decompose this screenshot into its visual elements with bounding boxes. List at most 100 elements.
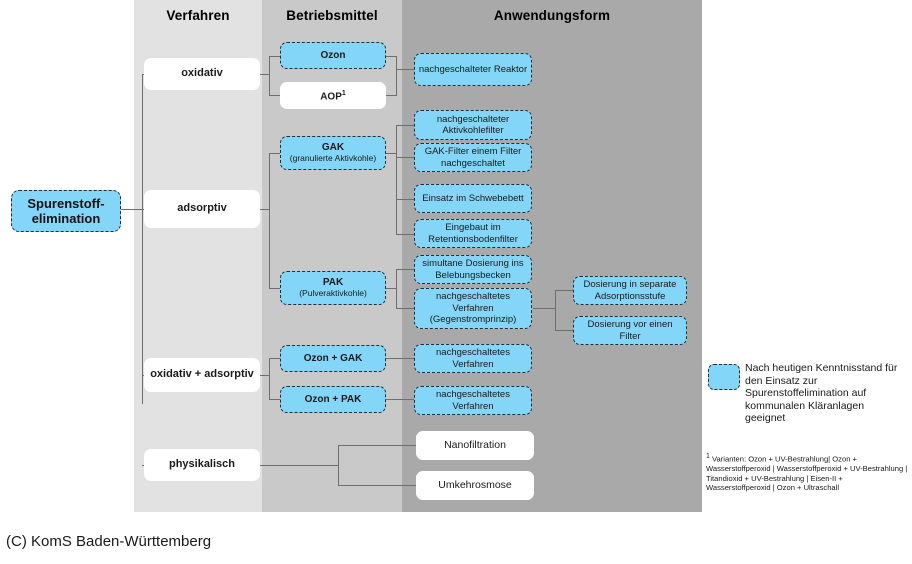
node-verfahren-oxidativ-adsorptiv[interactable]: oxidativ + adsorptiv [144, 358, 260, 392]
node-label: oxidativ + adsorptiv [150, 368, 254, 381]
connector-ozon-out [386, 56, 396, 57]
node-betriebsmittel-ozon[interactable]: Ozon [280, 42, 386, 69]
node-label: physikalisch [168, 458, 236, 471]
connector-to-dos-filter [555, 330, 573, 331]
column-header-anwendungsform: Anwendungsform [493, 8, 611, 23]
node-label: simultane Dosierung ins Belebungsbecken [422, 258, 524, 281]
node-verfahren-adsorptiv[interactable]: adsorptiv [144, 190, 260, 228]
node-label: GAK [321, 141, 345, 153]
node-detail-dosierung-vor-filter[interactable]: Dosierung vor einen Filter [573, 316, 687, 345]
node-label: nachgeschalteter Reaktor [418, 63, 528, 75]
root-line2: elimination [31, 211, 101, 226]
footnote-marker: 1 [341, 90, 346, 98]
connector-oxadd-out [252, 375, 270, 376]
node-label: Ozon [320, 49, 346, 61]
node-sublabel: (granulierte Aktivkohle) [289, 153, 377, 163]
connector-to-ozon-pak [269, 399, 281, 400]
footnote-text: Varianten: Ozon + UV-Bestrahlung| Ozon +… [706, 454, 908, 493]
node-label: Ozon + GAK [303, 352, 363, 364]
node-betriebsmittel-ozon-gak[interactable]: Ozon + GAK [280, 345, 386, 372]
connector-to-umkehrosmose [338, 485, 416, 486]
node-betriebsmittel-ozon-pak[interactable]: Ozon + PAK [280, 386, 386, 413]
node-betriebsmittel-gak[interactable]: GAK (granulierte Aktivkohle) [280, 136, 386, 170]
connector-pak-b2 [396, 308, 414, 309]
connector-to-reaktor [396, 69, 414, 70]
node-verfahren-physikalisch[interactable]: physikalisch [144, 449, 260, 481]
connector-to-nanofiltration [338, 445, 416, 446]
node-label: nachgeschaltetes Verfahren [436, 389, 510, 412]
node-anwendung-nachgeschaltetes-verfahren-ozonpak[interactable]: nachgeschaltetes Verfahren [414, 386, 532, 415]
connector-gegenstrom-out [533, 308, 555, 309]
node-label: oxidativ [181, 67, 223, 80]
node-betriebsmittel-pak[interactable]: PAK (Pulveraktivkohle) [280, 271, 386, 305]
node-anwendung-gak-filter-nachgeschaltet[interactable]: GAK-Filter einem Filter nachgeschaltet [414, 143, 532, 172]
node-anwendung-simultane-dosierung[interactable]: simultane Dosierung ins Belebungsbecken [414, 255, 532, 284]
node-root-spurenstoffelimination[interactable]: Spurenstoff- elimination [11, 190, 121, 232]
column-header-verfahren: Verfahren [166, 8, 230, 23]
connector-to-dos-separate [555, 290, 573, 291]
node-sublabel: (Pulveraktivkohle) [299, 288, 367, 298]
node-verfahren-oxidativ[interactable]: oxidativ [144, 58, 260, 90]
node-label: Umkehrosmose [438, 478, 512, 491]
node-anwendung-nachgeschaltetes-verfahren-ozongak[interactable]: nachgeschaltetes Verfahren [414, 344, 532, 373]
connector-pak-split [396, 269, 397, 309]
connector-gak-b1 [396, 125, 414, 126]
connector-gak-split [396, 125, 397, 235]
node-label: GAK-Filter einem Filter nachgeschaltet [424, 146, 522, 169]
connector-adsorptiv-out [252, 209, 270, 210]
node-label: Eingebaut im Retentionsbodenfilter [428, 222, 518, 245]
connector-oxidativ-out [252, 74, 270, 75]
connector-to-ozon [269, 56, 281, 57]
legend-text: Nach heutigen Kenntnisstand für den Eins… [745, 362, 898, 424]
node-anwendung-eingebaut-retentionsbodenfilter[interactable]: Eingebaut im Retentionsbodenfilter [414, 219, 532, 248]
legend-swatch-blue [708, 364, 740, 390]
connector-gak-b3 [396, 199, 414, 200]
connector-pak-out [386, 288, 396, 289]
node-label: Ozon + PAK [304, 393, 362, 405]
node-label: nachgeschaltetes Verfahren (Gegenstrompr… [429, 291, 517, 326]
footnote-number: 1 [706, 453, 710, 460]
node-label: nachgeschalteter Aktivkohlefilter [436, 113, 510, 137]
node-anwendung-nachgeschalteter-aktivkohlefilter[interactable]: nachgeschalteter Aktivkohlefilter [414, 110, 532, 140]
node-label: AOP [320, 91, 342, 103]
node-label: nachgeschaltetes Verfahren [436, 347, 510, 370]
connector-verfahren-trunk [142, 74, 143, 404]
column-band-betriebsmittel [262, 0, 402, 512]
connector-aop-out [386, 95, 396, 96]
node-label: PAK [322, 276, 344, 288]
connector-physikalisch-split [338, 445, 339, 486]
node-label: Nanofiltration [444, 438, 506, 451]
node-anwendung-umkehrosmose[interactable]: Umkehrosmose [416, 471, 534, 500]
node-detail-dosierung-separate-adsorptionsstufe[interactable]: Dosierung in separate Adsorptionsstufe [573, 276, 687, 305]
connector-gak-out [386, 153, 396, 154]
connector-ozonpak-to-node [386, 399, 414, 400]
connector-oxadd-split [269, 358, 270, 400]
connector-adsorptiv-split [269, 153, 270, 288]
connector-gak-b4 [396, 234, 414, 235]
image-caption: (C) KomS Baden-Württemberg [6, 533, 212, 550]
footnote-block: 1 Varianten: Ozon + UV-Bestrahlung| Ozon… [706, 452, 908, 493]
column-header-betriebsmittel: Betriebsmittel [286, 8, 378, 23]
node-label: Einsatz im Schwebebett [422, 192, 524, 204]
connector-ozongak-to-node [386, 358, 414, 359]
connector-merge-oxidativ [396, 56, 397, 96]
connector-dosierung-split [555, 290, 556, 331]
node-anwendung-einsatz-schwebebett[interactable]: Einsatz im Schwebebett [414, 184, 532, 213]
root-line1: Spurenstoff- [27, 196, 105, 211]
node-betriebsmittel-aop[interactable]: AOP1 [280, 82, 386, 109]
connector-physikalisch-out [252, 465, 338, 466]
node-anwendung-nachgeschaltetes-gegenstrom[interactable]: nachgeschaltetes Verfahren (Gegenstrompr… [414, 288, 532, 329]
connector-pak-b1 [396, 269, 414, 270]
node-label: Dosierung vor einen Filter [587, 319, 673, 342]
connector-to-aop [269, 95, 281, 96]
connector-to-gak [269, 153, 281, 154]
node-anwendung-nanofiltration[interactable]: Nanofiltration [416, 431, 534, 460]
node-label: Dosierung in separate Adsorptionsstufe [583, 279, 677, 302]
connector-to-ozon-gak [269, 358, 281, 359]
node-anwendung-nachgeschalteter-reaktor[interactable]: nachgeschalteter Reaktor [414, 53, 532, 86]
connector-oxidativ-split [269, 56, 270, 96]
connector-root-to-trunk [119, 209, 143, 210]
connector-gak-b2 [396, 157, 414, 158]
connector-to-pak [269, 288, 281, 289]
